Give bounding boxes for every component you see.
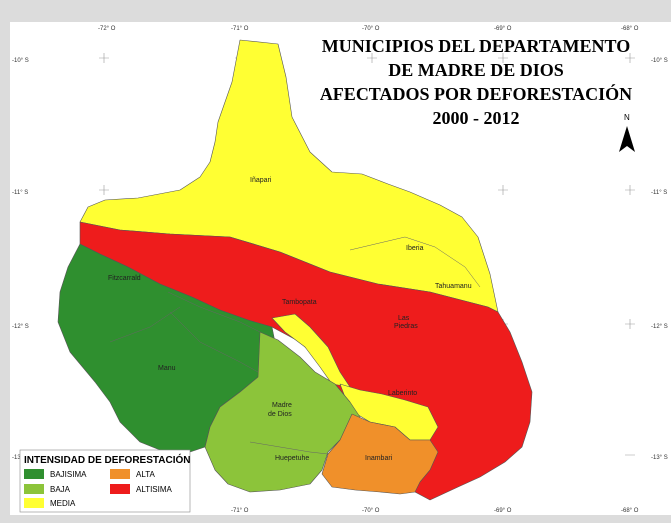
legend-title: INTENSIDAD DE DEFORESTACIÓN <box>24 453 191 466</box>
legend-swatch-alta <box>110 469 130 479</box>
label-fitzcarrald: Fitzcarrald <box>108 275 141 282</box>
label-manu: Manu <box>158 365 176 372</box>
label-las-piedras-1: Las <box>398 315 410 322</box>
tick-top: -69° O <box>494 26 512 32</box>
legend-label: BAJA <box>50 485 71 494</box>
legend-label: ALTISIMA <box>136 485 173 494</box>
municipality-labels: Iñapari Iberia Tahuamanu Fitzcarrald Tam… <box>108 177 472 462</box>
tick-labels-left: -10° S -11° S -12° S -13° S <box>12 58 29 461</box>
label-las-piedras-2: Piedras <box>394 323 418 330</box>
map-regions <box>57 39 533 501</box>
label-madre-de-dios-1: Madre <box>272 402 292 409</box>
map-paper: -72° O -71° O -70° O -69° O -68° O -72° … <box>10 22 671 515</box>
tick-top: -72° O <box>98 26 116 32</box>
region-alta <box>321 413 439 495</box>
title-line-4: 2000 - 2012 <box>433 108 520 128</box>
tick-labels-top: -72° O -71° O -70° O -69° O -68° O <box>98 26 639 32</box>
tick-left: -10° S <box>12 58 29 64</box>
tick-right: -13° S <box>651 455 668 461</box>
label-inapari: Iñapari <box>250 177 272 184</box>
label-inambari: Inambari <box>365 455 393 462</box>
tick-right: -10° S <box>651 58 668 64</box>
tick-top: -70° O <box>362 26 380 32</box>
legend-swatch-bajisima <box>24 469 44 479</box>
legend-label: MEDIA <box>50 499 76 508</box>
title-line-1: MUNICIPIOS DEL DEPARTAMENTO <box>322 36 630 56</box>
tick-bottom: -70° O <box>362 508 380 514</box>
label-madre-de-dios-2: de Dios <box>268 411 292 418</box>
label-huepetuhe: Huepetuhe <box>275 455 309 462</box>
label-tahuamanu: Tahuamanu <box>435 283 472 290</box>
north-label: N <box>624 113 630 122</box>
legend-label: BAJISIMA <box>50 470 87 479</box>
north-arrow-icon: N <box>619 113 635 152</box>
title-line-2: DE MADRE DE DIOS <box>388 60 564 80</box>
title-line-3: AFECTADOS POR DEFORESTACIÓN <box>320 83 632 104</box>
tick-right: -12° S <box>651 324 668 330</box>
tick-left: -11° S <box>12 190 28 196</box>
region-baja <box>204 331 361 493</box>
map-canvas: -72° O -71° O -70° O -69° O -68° O -72° … <box>12 26 668 514</box>
tick-labels-right: -10° S -11° S -12° S -13° S <box>651 58 668 461</box>
legend-swatch-baja <box>24 484 44 494</box>
tick-bottom: -69° O <box>494 508 512 514</box>
tick-left: -12° S <box>12 324 29 330</box>
map-title: MUNICIPIOS DEL DEPARTAMENTO DE MADRE DE … <box>320 36 632 128</box>
tick-top: -71° O <box>231 26 249 32</box>
tick-bottom: -68° O <box>621 508 639 514</box>
legend-label: ALTA <box>136 470 155 479</box>
legend-swatch-altisima <box>110 484 130 494</box>
legend-swatch-media <box>24 498 44 508</box>
tick-bottom: -71° O <box>231 508 249 514</box>
label-iberia: Iberia <box>406 245 424 252</box>
label-laberinto: Laberinto <box>388 390 417 397</box>
label-tambopata: Tambopata <box>282 299 317 306</box>
tick-top: -68° O <box>621 26 639 32</box>
legend: INTENSIDAD DE DEFORESTACIÓN BAJISIMA BAJ… <box>19 449 191 513</box>
region-media-laberinto <box>339 383 439 441</box>
tick-right: -11° S <box>651 190 667 196</box>
